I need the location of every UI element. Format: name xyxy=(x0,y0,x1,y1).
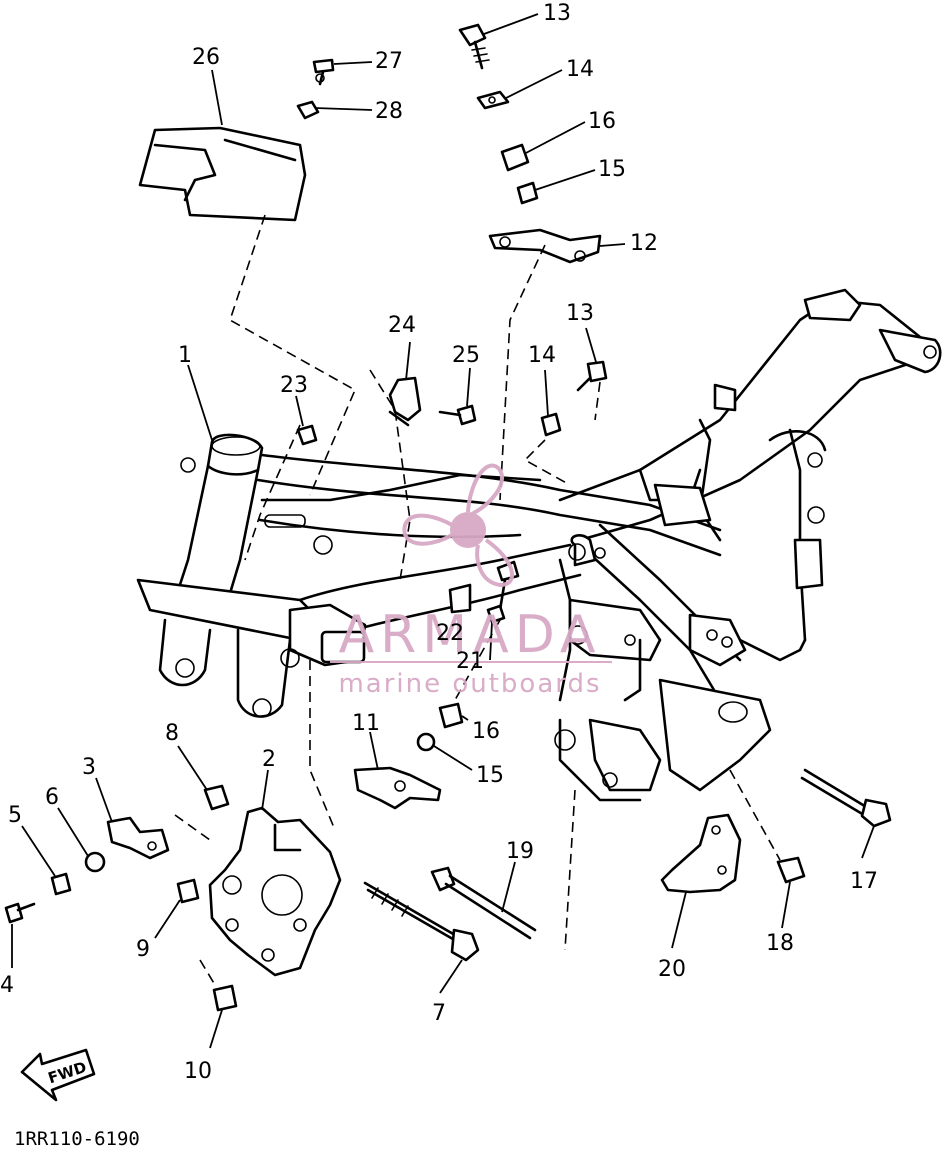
part-28-nut xyxy=(296,100,320,120)
part-2-engine-bracket xyxy=(208,806,342,977)
assembly-dashed-lines xyxy=(174,214,781,986)
callout-28: 28 xyxy=(375,99,403,124)
part-18-bolt xyxy=(430,866,537,940)
callout-8: 8 xyxy=(165,721,179,746)
part-19-bracket xyxy=(660,813,742,894)
watermark-tagline: marine outboards xyxy=(338,669,601,699)
part-26-cover xyxy=(138,126,307,222)
part-17-bolt xyxy=(800,768,892,828)
part-6-nut xyxy=(84,851,106,873)
fwd-arrow: FWD xyxy=(20,1048,96,1102)
callout-20: 18 xyxy=(766,931,794,956)
part-25-bolt xyxy=(438,404,477,426)
part-13-bolt-top xyxy=(458,23,490,70)
part-5-nut xyxy=(50,872,72,896)
callout-9: 9 xyxy=(136,937,150,962)
callout-22: 22 xyxy=(436,621,464,646)
callout-13-right: 13 xyxy=(566,301,594,326)
callout-18: 19 xyxy=(506,839,534,864)
callout-21: 21 xyxy=(456,649,484,674)
part-3-bracket xyxy=(106,816,170,860)
part-21-nut xyxy=(486,604,506,624)
part-9-nut xyxy=(176,878,200,904)
callout-12: 12 xyxy=(630,231,658,256)
part-20-nut xyxy=(776,856,806,884)
drawing-code: 1RR110-6190 xyxy=(14,1128,140,1150)
part-24-clamp xyxy=(388,376,422,427)
main-frame xyxy=(136,288,942,802)
callout-16-mid: 16 xyxy=(472,719,500,744)
callout-5: 5 xyxy=(8,803,22,828)
propeller-icon xyxy=(402,463,514,588)
callout-15-mid: 15 xyxy=(476,763,504,788)
callout-16-top: 16 xyxy=(588,109,616,134)
callout-26: 26 xyxy=(192,45,220,70)
part-7-bolt xyxy=(363,881,480,962)
callout-3: 3 xyxy=(82,755,96,780)
part-10-nut xyxy=(212,984,238,1012)
callout-11: 11 xyxy=(352,711,380,736)
callout-13-top: 13 xyxy=(543,1,571,26)
part-11-bracket xyxy=(353,766,442,810)
part-15-collar-mid xyxy=(416,732,436,752)
part-16-cushion-top xyxy=(500,143,530,172)
callout-25: 25 xyxy=(452,343,480,368)
part-16-cushion-mid xyxy=(438,702,464,729)
callout-7: 7 xyxy=(432,1001,446,1026)
callout-24: 24 xyxy=(388,313,416,338)
part-14-washer-top xyxy=(476,90,510,110)
leader-lines xyxy=(11,13,875,1049)
part-8-nut xyxy=(203,784,230,811)
part-13-bolt-right xyxy=(576,360,608,392)
watermark: ARMADA marine outboards xyxy=(330,463,612,699)
callout-19: 20 xyxy=(658,957,686,982)
callout-14-top: 14 xyxy=(566,57,594,82)
callout-4: 4 xyxy=(0,973,14,998)
part-15-collar-top xyxy=(516,181,539,205)
part-14-washer-right xyxy=(540,412,562,437)
callout-labels: 26 27 28 13 14 16 15 12 13 14 24 25 23 1… xyxy=(0,1,878,1084)
part-27-screw xyxy=(312,58,335,86)
callout-17: 17 xyxy=(850,869,878,894)
part-23-nut xyxy=(296,424,318,446)
callout-2: 2 xyxy=(262,747,276,772)
callout-15-top: 15 xyxy=(598,157,626,182)
callout-6: 6 xyxy=(45,785,59,810)
callout-1: 1 xyxy=(178,343,192,368)
callout-23: 23 xyxy=(280,373,308,398)
part-4-bolt xyxy=(4,902,36,924)
callout-10: 10 xyxy=(184,1059,212,1084)
callout-27: 27 xyxy=(375,49,403,74)
watermark-brand: ARMADA xyxy=(339,605,602,665)
callout-14-right: 14 xyxy=(528,343,556,368)
